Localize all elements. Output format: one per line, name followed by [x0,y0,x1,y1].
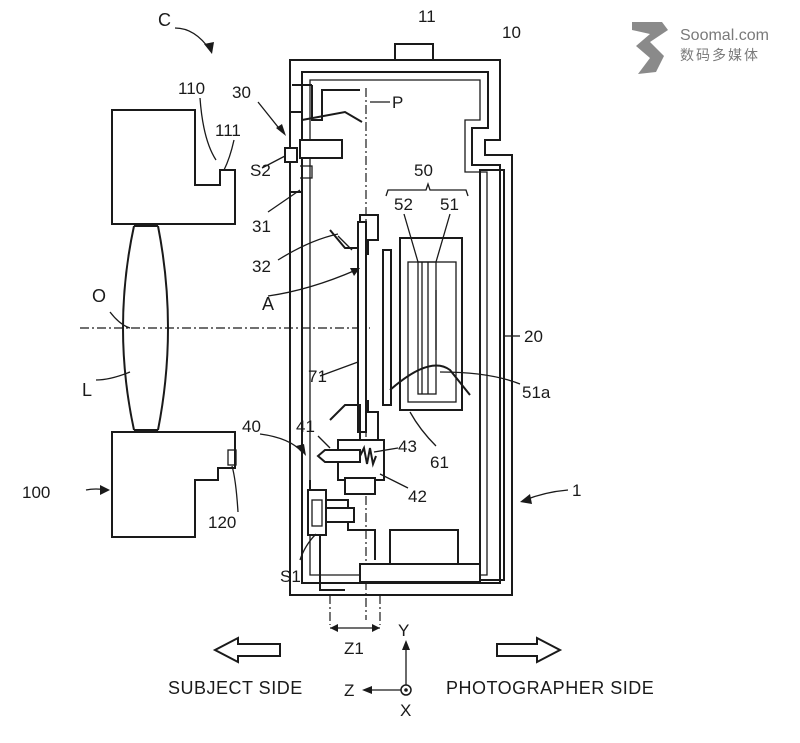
label-P: P [392,93,403,112]
lens-mount-upper [284,110,363,193]
label-52: 52 [394,195,413,214]
subject-side-label: SUBJECT SIDE [168,678,303,698]
axis-label-Y: Y [398,621,409,640]
lens-mount-lower [307,489,355,591]
sensor-holder-lower [329,400,379,441]
sensor-unit [382,237,471,411]
actuator-assembly [309,439,385,560]
image-sensor-plate [357,221,367,433]
label-42: 42 [408,487,427,506]
label-11: 11 [418,7,436,26]
label-20: 20 [524,327,543,346]
watermark-subtitle: 数码多媒体 [680,47,760,64]
group-50-brace [385,181,469,197]
label-110: 110 [178,79,205,98]
label-10: 10 [502,23,521,42]
label-51a: 51a [522,383,551,402]
label-61: 61 [430,453,449,472]
axis-label-Z: Z [344,681,354,700]
soomal-logo-icon [632,22,668,74]
label-31: 31 [252,217,271,236]
axis-label-X: X [400,701,411,720]
lens-lower-housing [111,431,237,538]
lens-upper-housing [111,109,236,225]
label-50: 50 [414,161,433,180]
z1-dimension [330,624,380,632]
label-30: 30 [232,83,251,102]
label-L: L [82,380,92,400]
photographer-side-arrow-icon [496,636,563,664]
label-A: A [262,294,274,314]
watermark-site: Soomal.com [680,27,769,44]
label-43: 43 [398,437,417,456]
photographer-side-label: PHOTOGRAPHER SIDE [446,678,654,698]
label-O: O [92,286,106,306]
label-100: 100 [22,483,50,502]
label-S2: S2 [250,161,271,180]
label-C: C [158,10,171,30]
label-71: 71 [308,367,327,386]
label-120: 120 [208,513,236,532]
label-41: 41 [296,417,315,436]
sensor-holder-upper [329,214,379,255]
coordinate-axes-icon [362,640,412,696]
label-111: 111 [215,121,241,140]
label-Z1: Z1 [344,639,364,658]
label-51: 51 [440,195,459,214]
label-40: 40 [242,417,261,436]
bottom-board [359,529,481,583]
leader-C [174,27,211,51]
hot-shoe [394,43,434,61]
label-32: 32 [252,257,271,276]
subject-side-arrow-icon [212,636,281,664]
label-1: 1 [572,481,581,500]
label-S1: S1 [280,567,301,586]
rear-display [479,169,505,581]
